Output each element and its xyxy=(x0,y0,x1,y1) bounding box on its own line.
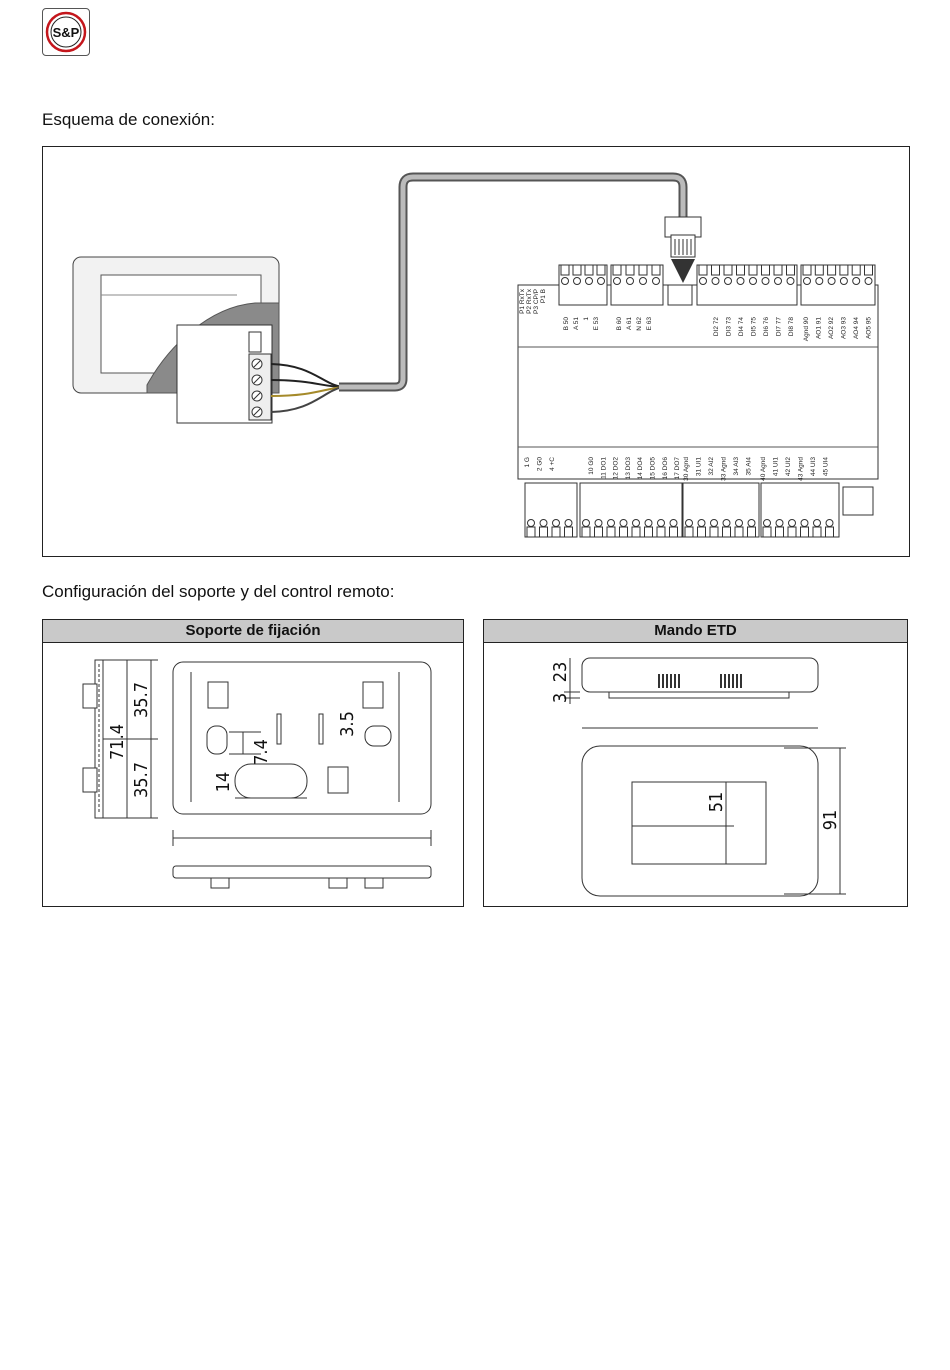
terminal-label: P1 RxTx xyxy=(519,288,526,314)
terminal-label: DI4 74 xyxy=(738,317,745,337)
terminal-label: A 51 xyxy=(573,317,580,330)
remote-display xyxy=(631,781,767,865)
terminal-label: 13 DO3 xyxy=(625,457,632,480)
terminal-label: AO4 94 xyxy=(853,317,860,339)
dim-display-height: 51 xyxy=(706,792,727,813)
dim-total-height: 91 xyxy=(820,810,841,831)
bracket-drawing: 71.4 35.7 35.7 7.4 3.5 14 xyxy=(82,659,432,889)
terminal-label: B 60 xyxy=(616,317,623,331)
terminal-label: DI5 75 xyxy=(751,317,758,337)
terminal-label: N 62 xyxy=(636,317,643,331)
terminal-label: P3 CP/P xyxy=(533,289,540,314)
terminal-label: E 53 xyxy=(593,317,600,331)
terminal-label: 16 DO6 xyxy=(662,457,669,480)
dim-oval: 14 xyxy=(213,772,234,793)
dim-lower-half: 35.7 xyxy=(131,762,152,798)
terminal-label: 11 DO1 xyxy=(600,457,607,479)
terminal-label: 35 AI4 xyxy=(746,457,753,476)
terminal-label: P2 RxTx xyxy=(526,288,533,314)
controller-body xyxy=(517,284,879,480)
remote-panel: Mando ETD 23 3 51 91 xyxy=(483,619,908,907)
terminal-label: 10 G0 xyxy=(588,457,595,475)
terminal-label: DI3 73 xyxy=(726,317,733,337)
rj-plug xyxy=(664,216,702,238)
terminal-label: 31 UI1 xyxy=(696,457,703,477)
dim-upper-half: 35.7 xyxy=(131,682,152,718)
oval-cutout xyxy=(234,763,308,799)
terminal-label: 34 AI3 xyxy=(733,457,740,476)
terminal-label: 17 DO7 xyxy=(674,457,681,480)
terminal-label: 4 +C xyxy=(549,457,556,471)
bracket-panel-title: Soporte de fijación xyxy=(43,620,463,643)
dim-depth: 23 xyxy=(550,662,571,683)
terminal-label: Agnd 90 xyxy=(803,317,810,342)
terminal-label: 40 Agnd xyxy=(760,457,767,481)
terminal-label: 44 UI3 xyxy=(810,457,817,477)
terminal-label: 12 DO2 xyxy=(613,457,620,480)
terminal-label: 42 UI2 xyxy=(785,457,792,477)
wiring-heading: Esquema de conexión: xyxy=(42,110,215,129)
terminal-label: DI2 72 xyxy=(713,317,720,337)
remote-drawing: 23 3 51 91 xyxy=(550,657,846,897)
remote-side-view xyxy=(581,657,819,693)
dim-base: 3 xyxy=(550,693,571,703)
terminal-label: P1 B xyxy=(540,289,547,303)
terminal-label: 15 DO5 xyxy=(650,457,657,480)
terminal-label: DI7 77 xyxy=(776,317,783,337)
terminal-label: AO2 92 xyxy=(828,317,835,339)
terminal-label: 43 Agnd xyxy=(798,457,805,481)
terminal-label: A 61 xyxy=(626,317,633,330)
bottom-terminal-blocks xyxy=(524,482,874,538)
dim-slot-width: 7.4 xyxy=(251,739,272,765)
terminal-label: 1 xyxy=(583,317,590,321)
terminal-label: 32 AI2 xyxy=(708,457,715,476)
brand-logo: S&P xyxy=(42,8,90,56)
terminal-label: 14 DO4 xyxy=(637,457,644,480)
terminal-label: 33 Agnd xyxy=(721,457,728,481)
terminal-label: DI6 76 xyxy=(763,317,770,337)
bracket-bottom-view xyxy=(172,865,432,879)
terminal-label: DI8 78 xyxy=(788,317,795,337)
terminal-label: AO1 91 xyxy=(816,317,823,339)
remote-panel-title: Mando ETD xyxy=(484,620,907,643)
logo-emblem: S&P xyxy=(45,11,87,53)
terminal-label: E 63 xyxy=(646,317,653,331)
terminal-label: AO3 93 xyxy=(841,317,848,339)
terminal-label: 45 UI4 xyxy=(823,457,830,477)
dim-hole: 3.5 xyxy=(337,711,358,737)
terminal-label: B 50 xyxy=(563,317,570,331)
dim-total-height: 71.4 xyxy=(107,724,128,760)
terminal-label: 30 Agnd xyxy=(683,457,690,481)
terminal-label: 1 G xyxy=(524,457,531,467)
terminal-label: 2 G0 xyxy=(537,457,544,471)
terminal-label: AO5 95 xyxy=(866,317,873,339)
logo-text: S&P xyxy=(53,25,80,40)
terminal-label: 41 UI1 xyxy=(773,457,780,477)
bracket-panel: Soporte de fijación 71.4 35.7 35.7 7.4 3… xyxy=(42,619,464,907)
config-heading: Configuración del soporte y del control … xyxy=(42,582,395,601)
